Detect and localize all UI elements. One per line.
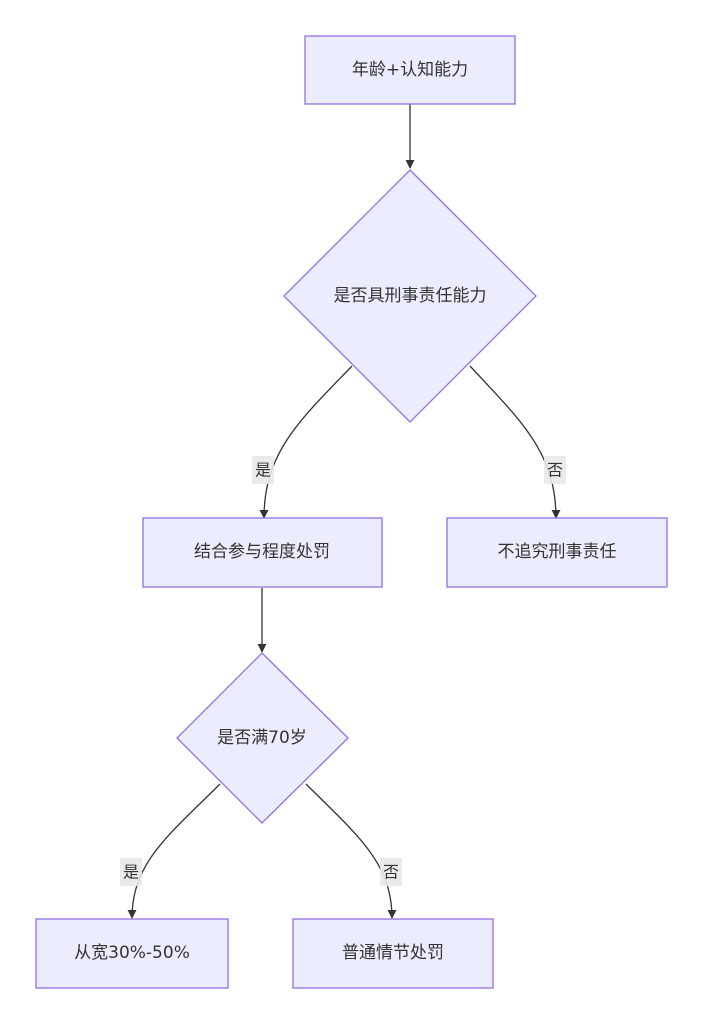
node-label: 结合参与程度处罚 (194, 542, 330, 562)
node-over-70: 是否满70岁 (176, 652, 349, 824)
node-criminal-capacity: 是否具刑事责任能力 (283, 169, 537, 423)
edge-label-age70-yes: 是 (120, 858, 142, 886)
node-lenient: 从宽30%-50% (35, 918, 229, 989)
edge-age70-yes (127, 783, 221, 919)
edge-capacity-no (469, 365, 561, 519)
node-no-liability: 不追究刑事责任 (446, 517, 668, 588)
node-label: 从宽30%-50% (74, 943, 190, 963)
node-label: 普通情节处罚 (342, 943, 444, 963)
node-ordinary: 普通情节处罚 (292, 918, 494, 989)
edge-label-age70-no: 否 (380, 858, 402, 886)
edges (127, 104, 561, 919)
edge-label-capacity-no: 否 (544, 456, 566, 484)
node-label: 年龄+认知能力 (352, 60, 468, 80)
node-age-cognition: 年龄+认知能力 (304, 35, 516, 105)
node-label: 不追究刑事责任 (498, 542, 617, 562)
edge-label-text: 否 (547, 461, 563, 480)
edge-age70-no (305, 783, 397, 919)
edge-label-capacity-yes: 是 (252, 456, 274, 484)
node-label: 是否具刑事责任能力 (334, 286, 487, 306)
edge-label-text: 否 (383, 863, 399, 882)
edge-label-text: 是 (255, 461, 271, 480)
node-label: 是否满70岁 (217, 728, 307, 748)
node-combine-participation: 结合参与程度处罚 (142, 517, 383, 588)
edge-label-text: 是 (123, 863, 139, 882)
edge-capacity-yes (259, 365, 353, 519)
